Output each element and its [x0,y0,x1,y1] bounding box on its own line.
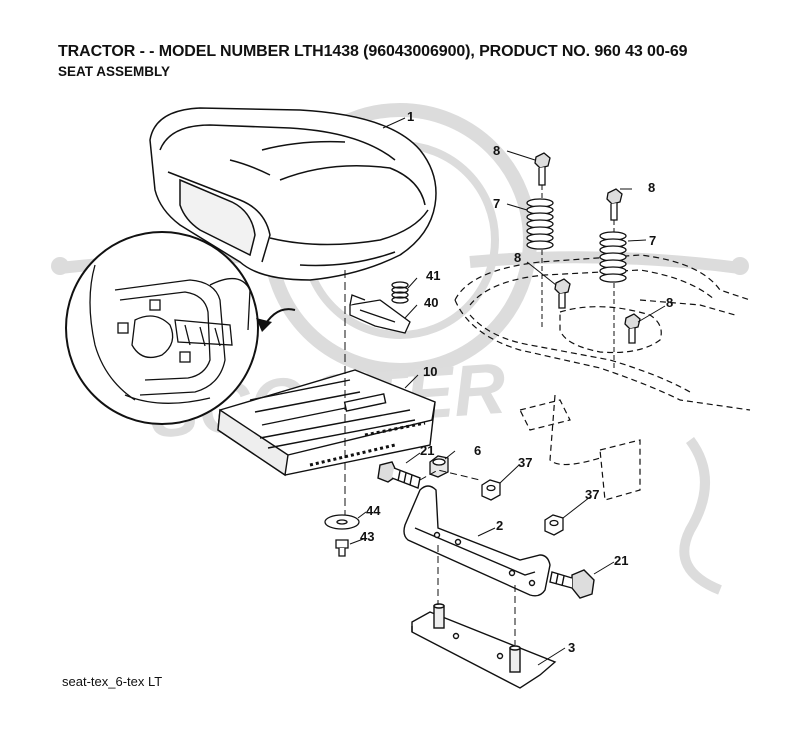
callout-41: 41 [426,268,440,283]
callout-6: 6 [474,443,481,458]
callout-8-top-left: 8 [493,143,500,158]
callout-21-left: 21 [420,443,434,458]
leader-lines [349,117,666,666]
callout-1: 1 [407,109,414,124]
frame-outline [454,254,751,501]
page-title: TRACTOR - - MODEL NUMBER LTH1438 (960430… [58,43,688,60]
callout-3: 3 [568,640,575,655]
seat-plate-part [217,369,436,477]
bolt-small-part [335,539,349,557]
washer-part [324,514,360,530]
callout-10: 10 [423,364,437,379]
callout-7-left: 7 [493,196,500,211]
seat-part [149,107,437,281]
callout-37-left: 37 [518,455,532,470]
bracket-part [403,485,551,597]
bolt-right-part [549,569,595,599]
spring-small-part [391,281,409,304]
callout-43: 43 [360,529,374,544]
detail-inset [65,231,296,425]
callout-21-right: 21 [614,553,628,568]
nut-37-parts [481,479,564,536]
callout-8-top-right: 8 [648,180,655,195]
callout-40: 40 [424,295,438,310]
callout-2: 2 [496,518,503,533]
page-subtitle: SEAT ASSEMBLY [58,64,171,79]
bolts-8-parts [534,152,641,344]
callout-8-mid-left: 8 [514,250,521,265]
callout-7-right: 7 [649,233,656,248]
drawing-code: seat-tex_6-tex LT [62,674,163,689]
seat-clip-part [349,294,411,334]
springs-7-parts [526,198,627,283]
callout-37-right: 37 [585,487,599,502]
callout-44: 44 [366,503,381,518]
callout-8-mid-right: 8 [666,295,673,310]
base-plate-part [411,603,557,689]
bolt-left-part [377,461,421,489]
